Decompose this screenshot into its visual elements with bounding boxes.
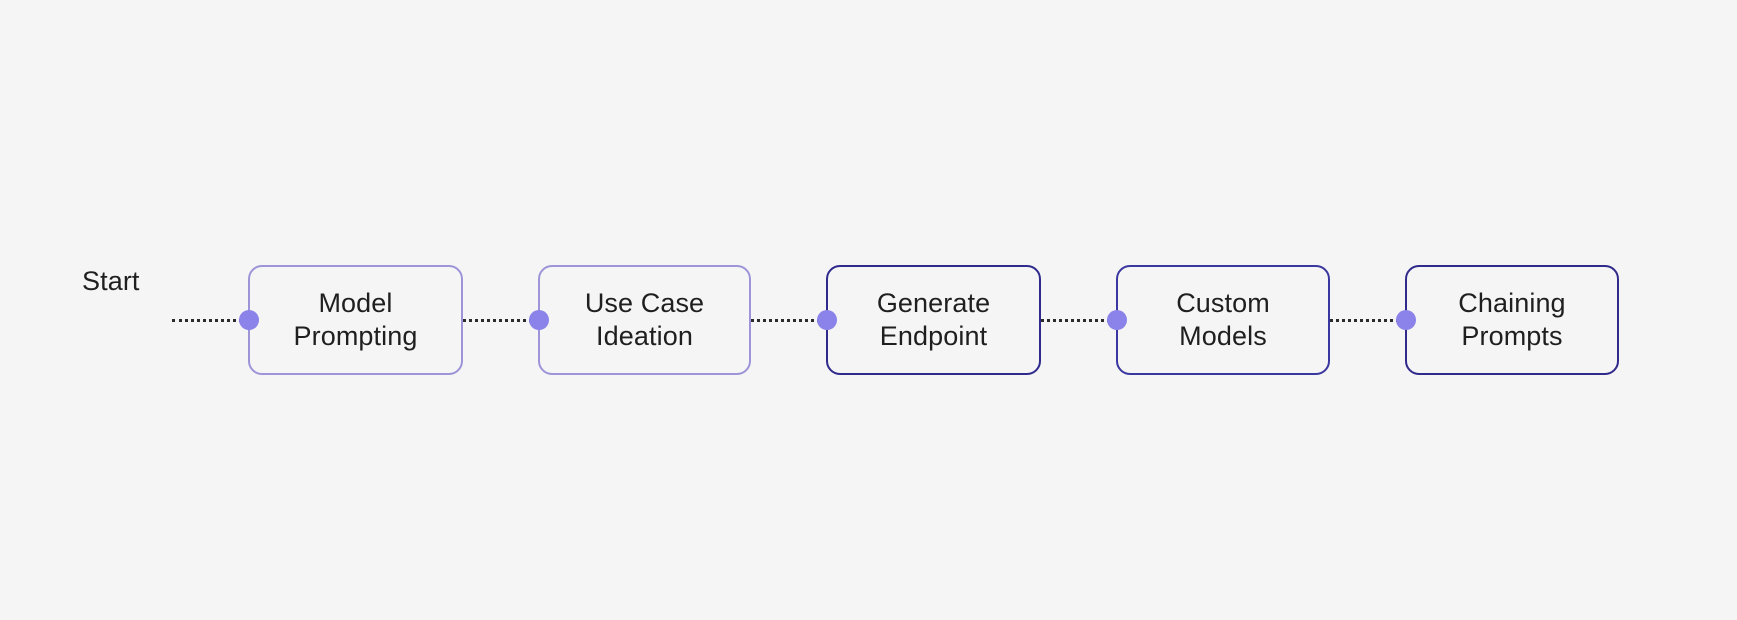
node-label: Generate Endpoint <box>876 288 991 351</box>
node-label: Chaining Prompts <box>1458 288 1566 351</box>
node-generate-endpoint[interactable]: Generate Endpoint <box>817 265 1041 375</box>
port-dot-icon <box>1396 310 1416 330</box>
node-use-case-ideation[interactable]: Use Case Ideation <box>529 265 751 375</box>
start-label: Start <box>82 266 140 296</box>
node-label: Use Case Ideation <box>584 288 705 351</box>
flow-row: Model Prompting Use Case Ideation Genera… <box>172 265 1619 375</box>
dotted-line-icon <box>751 318 826 322</box>
dotted-line-icon <box>1330 318 1405 322</box>
connector-node-0-to-node-1 <box>463 265 538 375</box>
connector-node-2-to-node-3 <box>1041 265 1116 375</box>
dotted-line-icon <box>1041 318 1116 322</box>
node-custom-models[interactable]: Custom Models <box>1107 265 1330 375</box>
node-model-prompting[interactable]: Model Prompting <box>239 265 463 375</box>
node-chaining-prompts[interactable]: Chaining Prompts <box>1396 265 1619 375</box>
connector-node-3-to-node-4 <box>1330 265 1405 375</box>
connector-start-to-node-0 <box>172 265 248 375</box>
connector-node-1-to-node-2 <box>751 265 826 375</box>
port-dot-icon <box>817 310 837 330</box>
dotted-line-icon <box>463 318 538 322</box>
port-dot-icon <box>1107 310 1127 330</box>
node-label: Custom Models <box>1176 288 1270 351</box>
port-dot-icon <box>239 310 259 330</box>
node-label: Model Prompting <box>293 288 418 351</box>
port-dot-icon <box>529 310 549 330</box>
dotted-line-icon <box>172 318 248 322</box>
